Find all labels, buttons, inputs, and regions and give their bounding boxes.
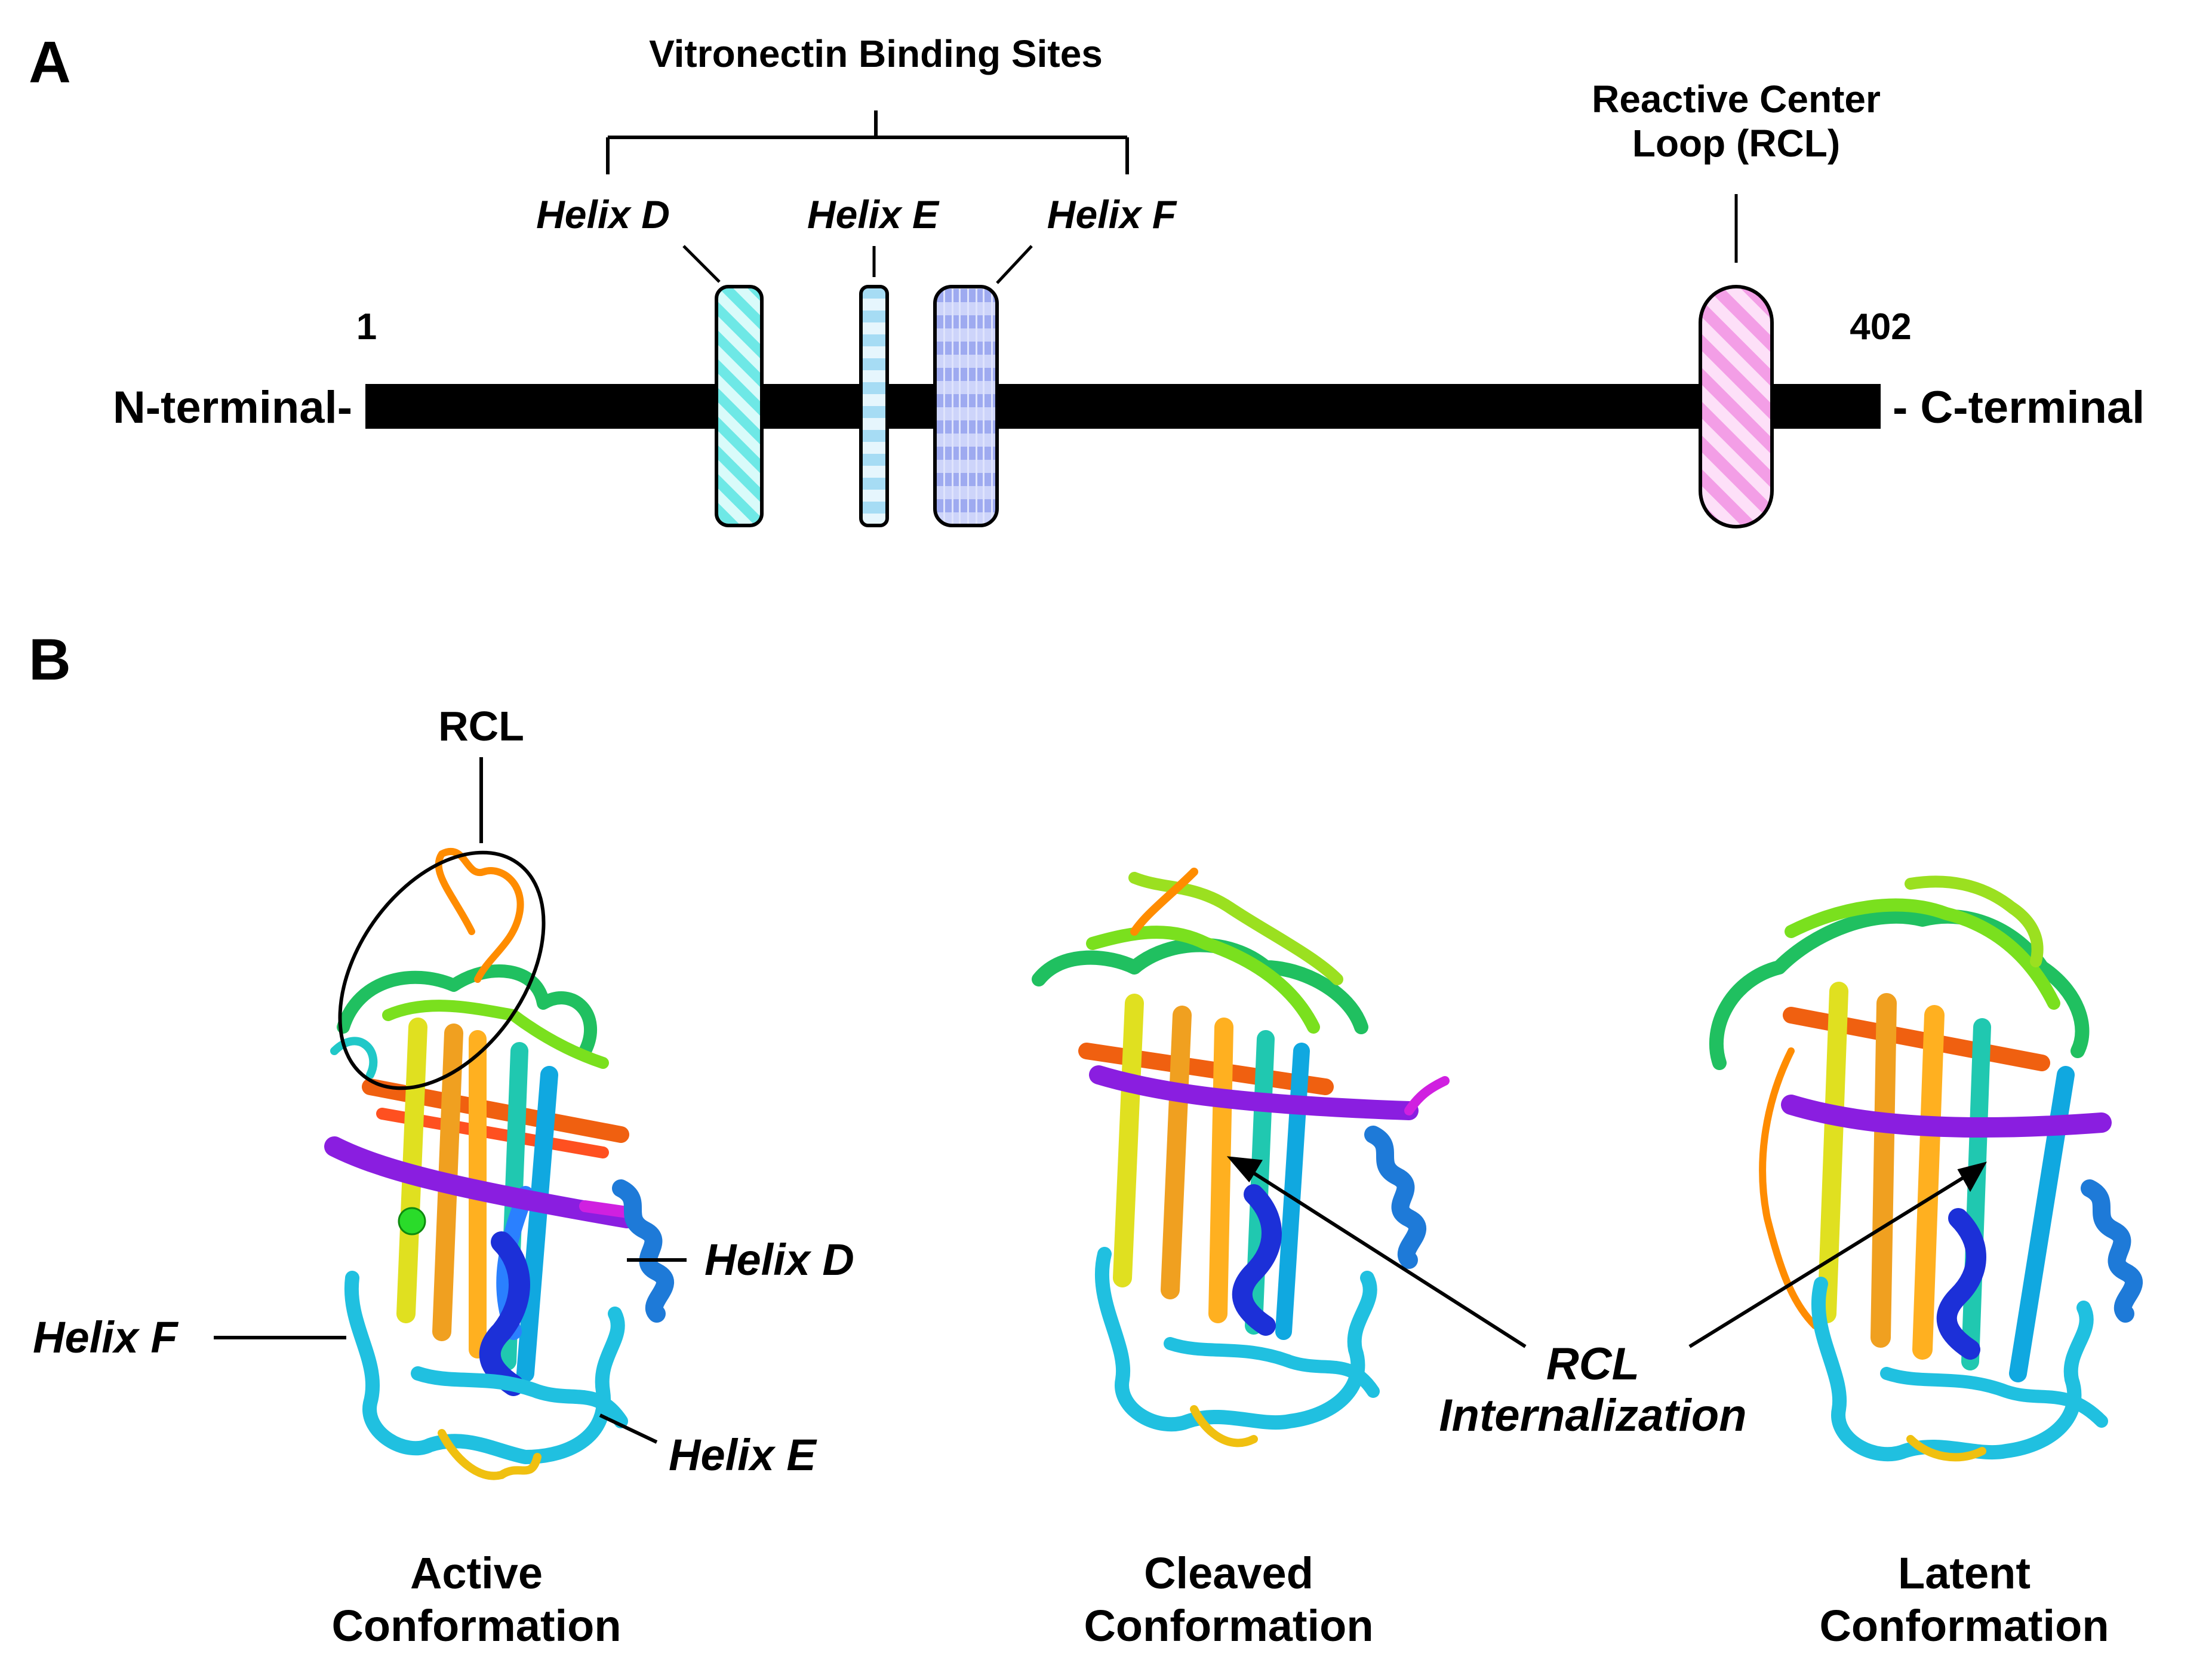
- panel-b: B RCL Helix D: [29, 626, 2143, 1651]
- helix-d-domain: [715, 285, 764, 527]
- active-helix-f-label: Helix F: [33, 1313, 179, 1362]
- helix-e-label: Helix E: [807, 192, 940, 236]
- residue-end: 402: [1850, 306, 1911, 348]
- panel-a: A Vitronectin Binding Sites Helix D Heli…: [29, 29, 2145, 528]
- latent-caption-line1: Latent: [1898, 1548, 2031, 1598]
- active-green-atom: [398, 1207, 426, 1235]
- rcl-title-line1: Reactive Center: [1592, 78, 1881, 121]
- helix-f-domain: [933, 285, 999, 527]
- binding-sites-title: Vitronectin Binding Sites: [649, 32, 1103, 75]
- active-helix-e-label: Helix E: [669, 1430, 817, 1480]
- protein-backbone: [365, 384, 1881, 429]
- active-helix-d-label: Helix D: [704, 1235, 854, 1284]
- helix-e-domain: [859, 285, 889, 527]
- cleaved-structure: [1032, 868, 1450, 1447]
- helix-e-pointer: [599, 1413, 658, 1444]
- panel-b-label: B: [29, 626, 71, 692]
- active-caption-line1: Active: [410, 1548, 543, 1598]
- n-terminal-label: N-terminal-: [113, 382, 352, 433]
- rcl-internalization-line1: RCL: [1546, 1339, 1639, 1390]
- rcl-title-line2: Loop (RCL): [1632, 122, 1840, 165]
- residue-start: 1: [356, 306, 377, 348]
- helix-f-label: Helix F: [1047, 192, 1177, 236]
- cleaved-caption-line1: Cleaved: [1144, 1548, 1313, 1598]
- cleaved-caption-line2: Conformation: [1084, 1601, 1373, 1651]
- active-caption-line2: Conformation: [331, 1601, 621, 1651]
- panel-a-label: A: [29, 29, 71, 95]
- rcl-internalization-line2: Internalization: [1439, 1390, 1746, 1441]
- active-rcl-label: RCL: [438, 703, 524, 749]
- helix-d-label: Helix D: [536, 192, 670, 236]
- active-rcl-ellipse: [338, 850, 546, 1090]
- latent-structure: [1709, 875, 2143, 1462]
- c-terminal-label: - C-terminal: [1893, 382, 2145, 433]
- helix-connectors: [682, 194, 1738, 284]
- binding-sites-bracket: [606, 110, 1129, 174]
- active-structure: [324, 847, 674, 1480]
- rcl-internalization-arrows: [1226, 1156, 1987, 1348]
- latent-caption-line2: Conformation: [1819, 1601, 2109, 1651]
- rcl-domain: [1699, 285, 1774, 528]
